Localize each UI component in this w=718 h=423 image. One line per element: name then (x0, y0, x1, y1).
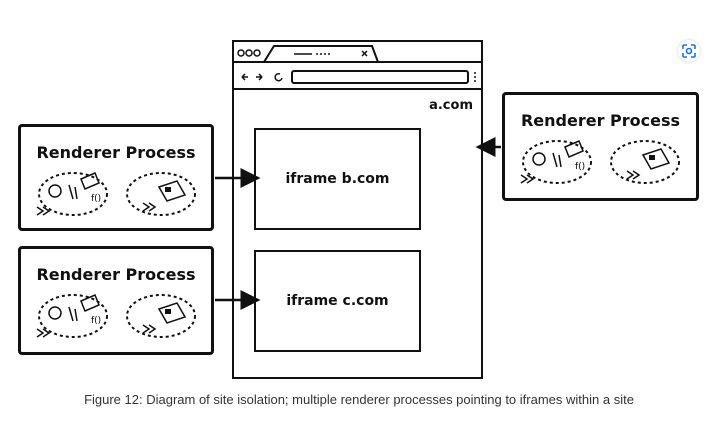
visual-search-icon (682, 44, 696, 58)
svg-text:f(): f() (575, 162, 585, 172)
window-dot-icon (245, 49, 253, 57)
window-dot-icon (253, 49, 261, 57)
tab-close-icon (361, 50, 368, 57)
site-domain-label: a.com (429, 98, 473, 113)
window-dot-icon (237, 49, 245, 57)
address-bar (291, 70, 469, 84)
back-icon (241, 73, 248, 81)
figure-caption: Figure 12: Diagram of site isolation; mu… (84, 392, 634, 407)
renderer-process-box-2: Renderer Process f() (18, 246, 214, 355)
renderer-doodle-icon: f() (36, 294, 196, 338)
svg-text:f(): f() (91, 316, 101, 326)
visual-search-button[interactable] (678, 40, 700, 62)
iframe-c: iframe c.com (254, 250, 421, 352)
iframe-b: iframe b.com (254, 128, 421, 230)
renderer-process-box-3: Renderer Process f() (502, 92, 699, 201)
renderer-process-title: Renderer Process (36, 265, 196, 284)
renderer-process-title: Renderer Process (36, 143, 196, 162)
renderer-process-box-1: Renderer Process f() (18, 124, 214, 231)
browser-chrome (234, 45, 481, 90)
browser-tab (263, 45, 379, 63)
forward-icon (256, 73, 263, 81)
renderer-doodle-icon: f() (520, 140, 680, 184)
reload-icon (274, 72, 283, 82)
svg-text:f(): f() (91, 194, 101, 204)
renderer-process-title: Renderer Process (520, 111, 681, 130)
browser-window: a.com iframe b.com iframe c.com (232, 40, 483, 379)
renderer-doodle-icon: f() (36, 172, 196, 216)
menu-icon (474, 72, 476, 74)
